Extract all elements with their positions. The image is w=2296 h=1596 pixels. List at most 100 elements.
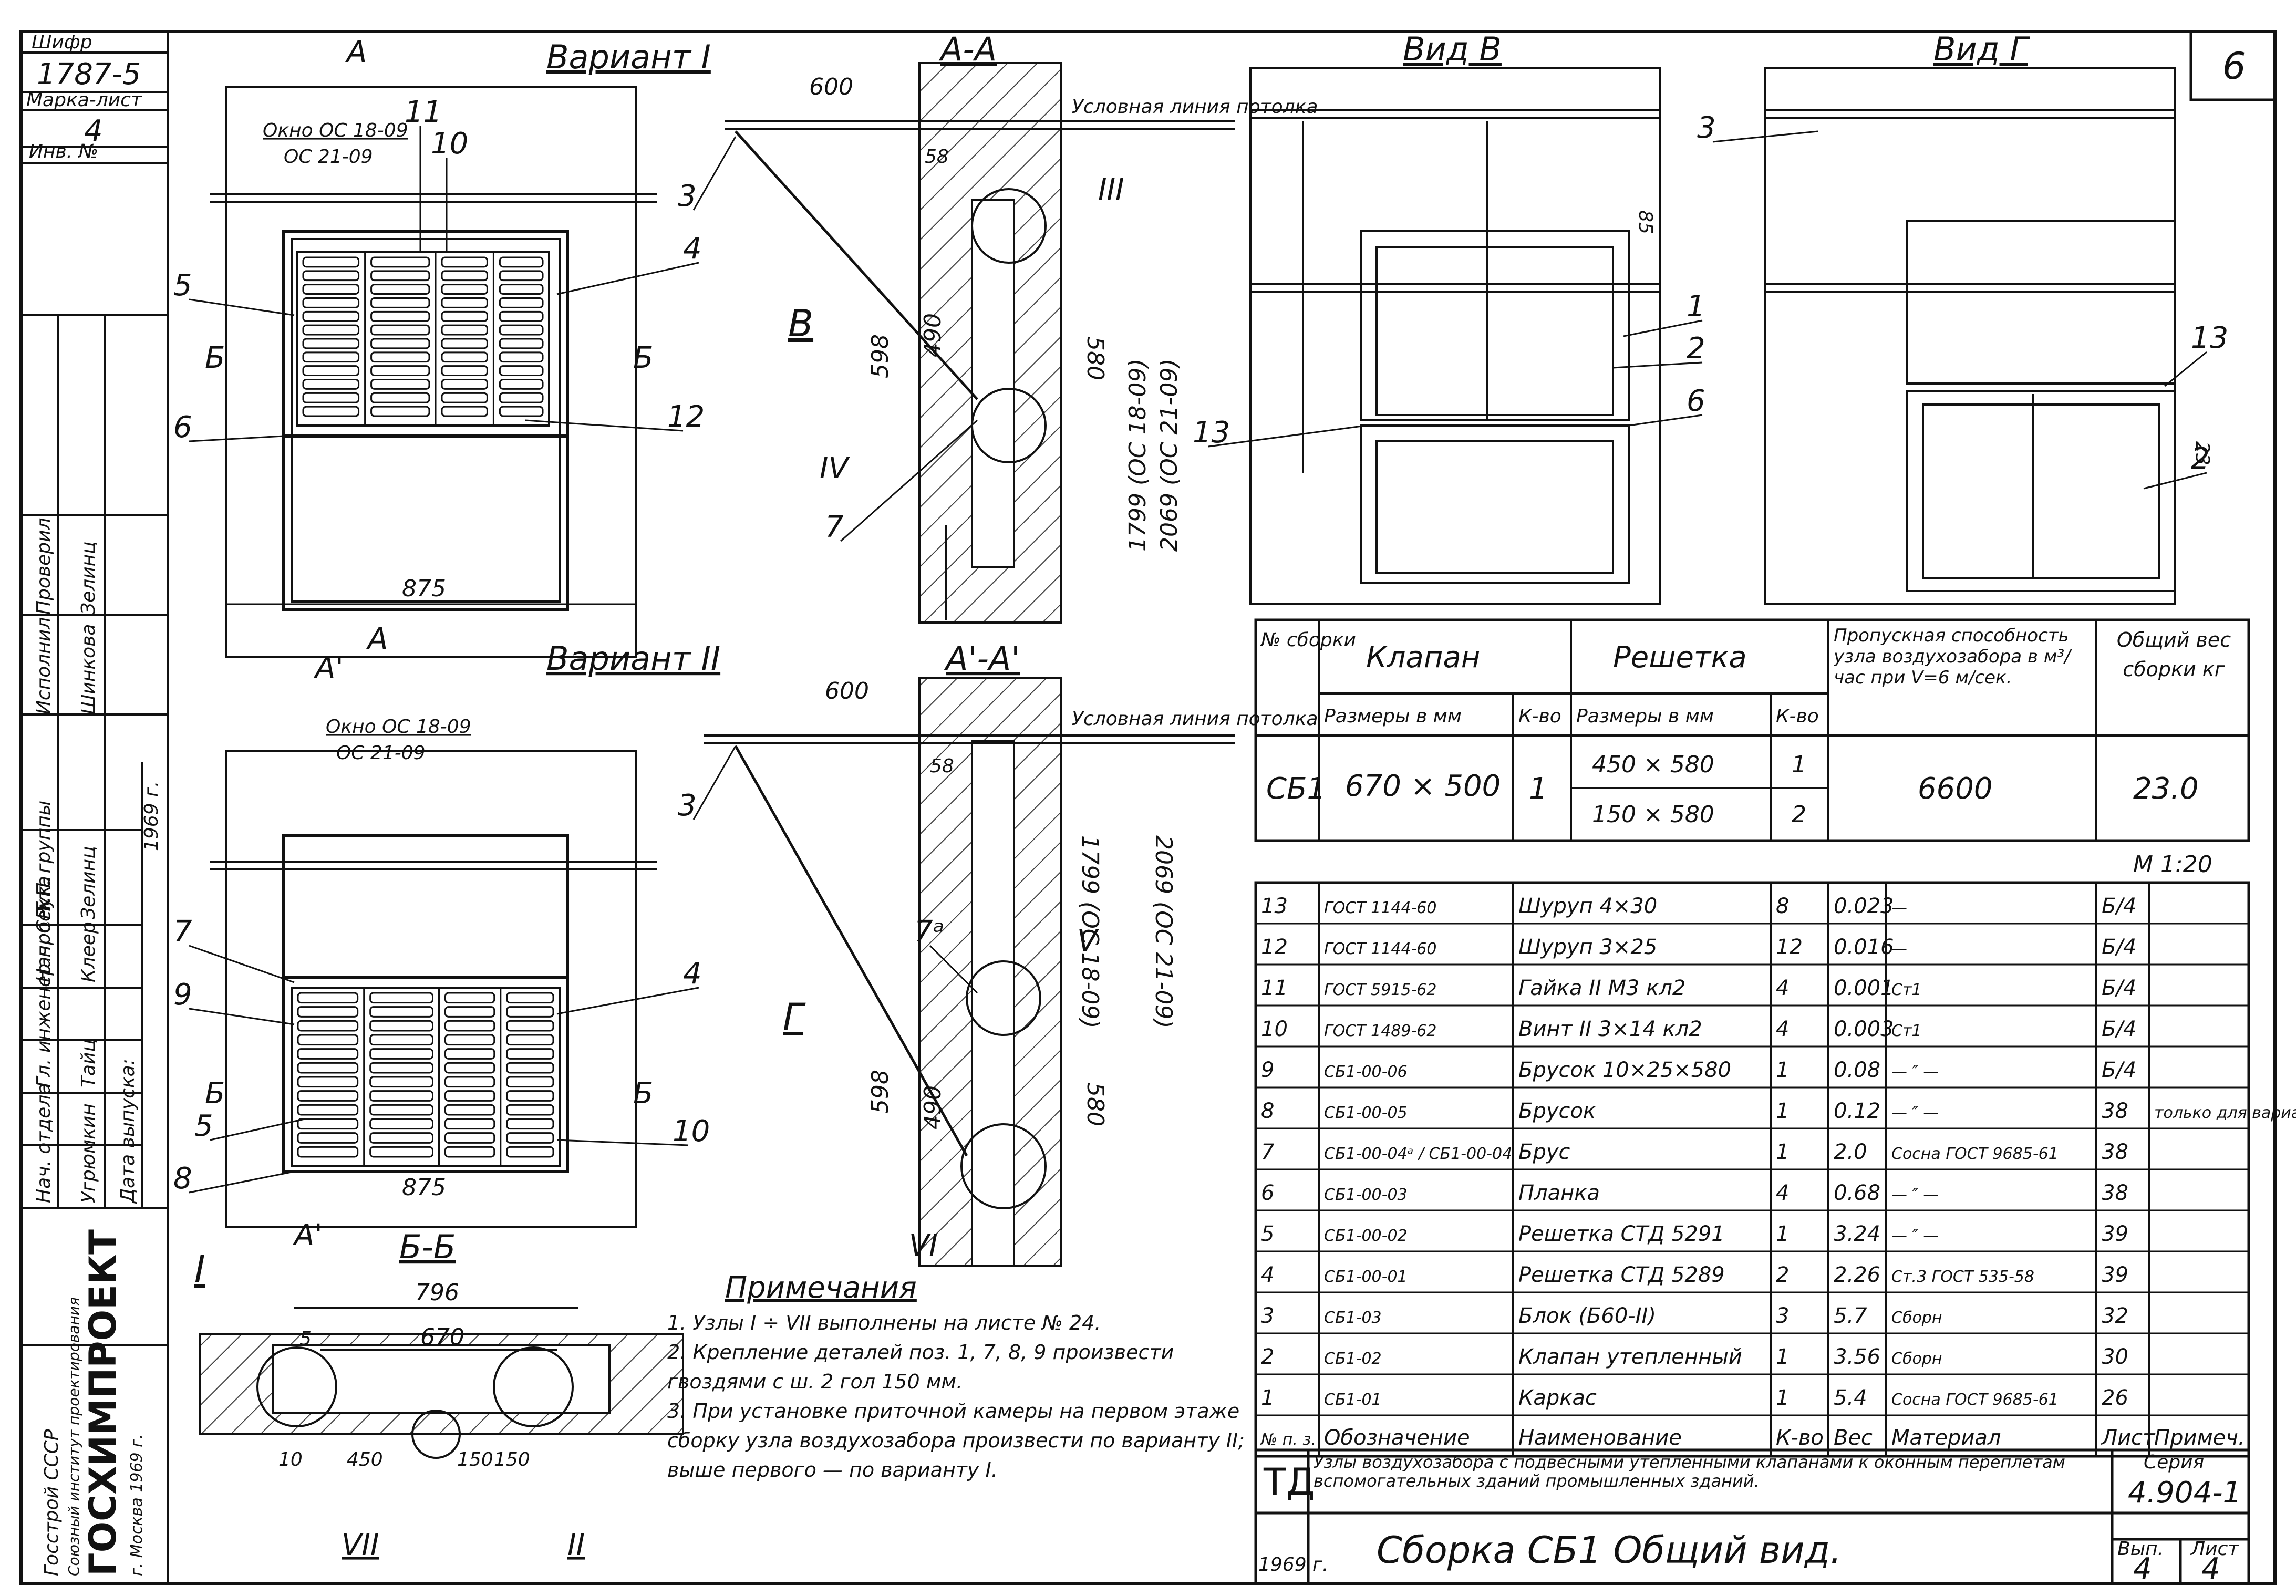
bom-cell: 7 (1261, 1140, 1275, 1164)
year-label: 1969 г. (141, 781, 162, 851)
bom-cell: 1 (1776, 1099, 1789, 1123)
svg-text:13: 13 (2191, 321, 2228, 355)
dim-875-v1: 875 (402, 575, 446, 602)
dim-875-v2: 875 (402, 1174, 446, 1201)
bom-cell: 3.24 (1834, 1222, 1880, 1246)
bom-cell: — ″ — (1891, 1063, 1939, 1081)
cut-b-right-2: Б (633, 1076, 653, 1111)
dim-2069-aa: 2069 (ОС 21-09) (1156, 359, 1183, 552)
svg-text:5: 5 (194, 1109, 213, 1143)
view-g-title: Вид Г (1933, 30, 2030, 68)
bom-cell: Сборн (1891, 1350, 1942, 1368)
bom-cell: — ″ — (1891, 1227, 1939, 1245)
spec-h-grille: Решетка (1613, 640, 1747, 675)
svg-text:3: 3 (678, 179, 697, 213)
bom-cell: Сосна ГОСТ 9685-61 (1891, 1145, 2059, 1163)
org-city: г. Москва 1969 г. (128, 1434, 146, 1576)
bom-cell: СБ1-00-01 (1324, 1268, 1408, 1286)
node-vi: VI (909, 1229, 938, 1263)
role-executor: Исполнил (33, 617, 55, 714)
bom-cell: Брусок (1518, 1099, 1596, 1123)
tb-issue: 4 (2133, 1552, 2152, 1586)
bom-header-cell: Лист (2101, 1426, 2156, 1450)
bom-cell: ГОСТ 1144-60 (1324, 940, 1436, 958)
tb-sheet: 4 (2201, 1552, 2220, 1586)
spec-table (1254, 618, 2250, 842)
position-callout-2: 2 (1612, 331, 1705, 369)
bom-cell: 11 (1261, 976, 1288, 1000)
bom-cell: 2 (1776, 1263, 1789, 1287)
dim-490-aa: 490 (919, 313, 946, 357)
variant-2-grille (297, 988, 554, 1166)
bom-cell: 2.0 (1834, 1140, 1867, 1164)
position-callout-3: 3 (678, 745, 737, 823)
org-sub: Союзный институт проектирования (65, 1297, 82, 1576)
svg-text:7: 7 (825, 510, 844, 544)
role-checker: Проверил (33, 517, 55, 615)
bom-cell: ГОСТ 1489-62 (1324, 1022, 1436, 1040)
dim-580-a1: 580 (1082, 1082, 1109, 1126)
bom-cell: Шуруп 4×30 (1518, 894, 1657, 918)
svg-text:7: 7 (173, 915, 192, 949)
bom-cell: Ст1 (1891, 981, 1922, 999)
spec-h-qty-1: К-во (1518, 706, 1561, 727)
role-stp: Нач. С.Т.П. (33, 876, 55, 982)
bom-cell: Брусок 10×25×580 (1518, 1058, 1731, 1082)
svg-text:1: 1 (1687, 289, 1705, 324)
name-head: Угрюмкин (78, 1103, 99, 1203)
bom-cell: 0.023 (1834, 894, 1894, 918)
bom-cell: 1 (1776, 1222, 1789, 1246)
position-callout-13: 13 (1193, 416, 1367, 450)
bom-cell: 3 (1261, 1304, 1274, 1328)
bom-cell: 4 (1776, 976, 1789, 1000)
dim-150-a: 150 (457, 1449, 493, 1470)
bom-cell: СБ1-00-03 (1324, 1186, 1408, 1204)
bom-cell: 4 (1776, 1017, 1789, 1041)
bom-cell: Ст1 (1891, 1022, 1922, 1040)
cut-b-left-1: Б (205, 341, 225, 375)
bom-cell: 12 (1776, 935, 1803, 959)
bom-cell: Решетка СТД 5289 (1518, 1263, 1725, 1287)
spec-h-weight: Общий вес сборки кг (2116, 628, 2231, 681)
name-group: Зелинц (78, 846, 99, 919)
title-block (1254, 1448, 2250, 1585)
cipher-value: 1787-5 (37, 57, 141, 91)
bom-header-cell: К-во (1776, 1426, 1824, 1450)
cipher-label: Шифр (32, 32, 92, 53)
bom-cell: 38 (2102, 1181, 2128, 1205)
bom-cell: 1 (1776, 1058, 1789, 1082)
dim-58-aa: 58 (925, 146, 949, 168)
bom-cell: — (1891, 899, 1907, 917)
section-aa (725, 62, 1235, 624)
bom-cell: СБ1-00-05 (1324, 1104, 1408, 1122)
svg-text:9: 9 (173, 978, 192, 1012)
svg-text:11: 11 (405, 95, 442, 129)
bom-cell: — ″ — (1891, 1104, 1939, 1122)
bom-cell: Б/4 (2102, 894, 2136, 918)
section-a1a1 (704, 677, 1235, 1267)
bom-cell: Б/4 (2102, 1058, 2136, 1082)
cut-a-top: А (345, 35, 367, 69)
tb-sheet-label: Лист (2190, 1538, 2239, 1560)
dim-85: 85 (1635, 210, 1656, 234)
spec-grille-size-2: 150 × 580 (1592, 801, 1714, 828)
bom-cell: 13 (1261, 894, 1288, 918)
bom-cell: Б/4 (2102, 1017, 2136, 1041)
view-v (1249, 67, 1661, 605)
role-head: Нач. отдела (33, 1083, 55, 1203)
dim-1799-aa: 1799 (ОС 18-09) (1124, 359, 1151, 552)
bom-cell: 1 (1776, 1386, 1789, 1410)
bom-cell: 0.68 (1834, 1181, 1880, 1205)
arrow-g-label: Г (783, 996, 806, 1039)
svg-text:3: 3 (1697, 111, 1716, 145)
dim-598-a1: 598 (867, 1070, 894, 1114)
bom-cell: 26 (2102, 1386, 2128, 1410)
tb-series: 4.904-1 (2128, 1476, 2241, 1510)
bom-cell: Решетка СТД 5291 (1518, 1222, 1725, 1246)
